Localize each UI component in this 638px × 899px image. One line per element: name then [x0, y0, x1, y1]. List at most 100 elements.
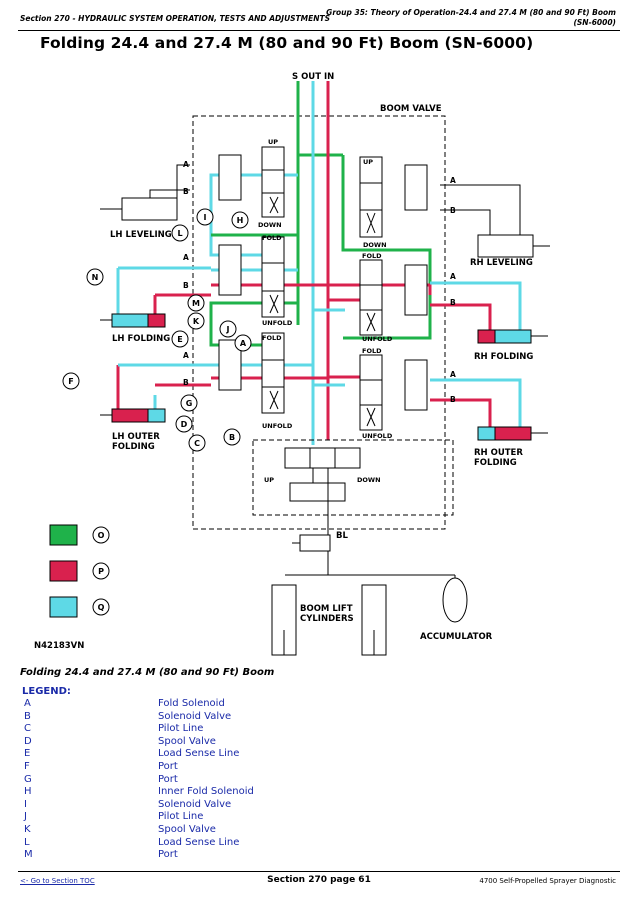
callout-g: [180, 394, 198, 412]
legend-key: E: [24, 748, 31, 760]
unfold-label: UNFOLD: [262, 319, 293, 327]
boom-lift-label-2: CYLINDERS: [300, 614, 354, 624]
legend-value: Solenoid Valve: [158, 710, 232, 722]
callout-b-label: B: [229, 433, 235, 442]
unfold-label: UNFOLD: [262, 422, 293, 430]
legend-value: Pilot Line: [158, 723, 204, 735]
legend-title: LEGEND:: [22, 686, 71, 697]
fold-label: FOLD: [362, 252, 382, 260]
rh-outer-folding-label-1: RH OUTER: [474, 448, 523, 458]
header-divider: [18, 30, 620, 31]
page-number: Section 270 page 61: [267, 875, 371, 885]
group-header-line1: Group 35: Theory of Operation-24.4 and 2…: [326, 8, 616, 17]
legend-value: Inner Fold Solenoid: [158, 786, 254, 798]
rh-leveling-valve: [359, 156, 428, 238]
boom-lift-cylinders: [271, 574, 456, 656]
down-label: DOWN: [258, 221, 282, 229]
port-b-label: B: [450, 298, 456, 307]
lh-outer-folding-cylinder: [100, 363, 211, 423]
callout-n-label: N: [92, 273, 99, 282]
lh-leveling-cylinder: [100, 164, 190, 221]
legend-key: J: [24, 811, 27, 823]
callout-j: [219, 320, 237, 338]
rh-leveling-cylinder: [440, 184, 550, 258]
callout-m-label: M: [192, 299, 200, 308]
lh-folding-cylinder: [100, 266, 211, 328]
rh-folding-label: RH FOLDING: [474, 352, 533, 362]
callout-l: [171, 224, 189, 242]
port-a-label: A: [450, 272, 456, 281]
legend-value: Fold Solenoid: [158, 698, 225, 709]
boom-valve-label: BOOM VALVE: [380, 104, 442, 114]
boom-lift-label-1: BOOM LIFT: [300, 604, 353, 614]
callout-k-label: K: [193, 317, 200, 326]
rh-outer-folding-valve: [359, 354, 428, 431]
accumulator-label: ACCUMULATOR: [420, 632, 493, 642]
lh-outer-folding-label-1: LH OUTER: [112, 432, 160, 442]
accumulator-symbol: [442, 577, 468, 623]
fold-label: FOLD: [262, 334, 282, 342]
callout-b: [223, 428, 241, 446]
down-label: DOWN: [357, 476, 381, 484]
callout-g-label: G: [186, 399, 193, 408]
rh-outer-folding-label-2: FOLDING: [474, 458, 517, 468]
callout-l-label: L: [177, 229, 182, 238]
key-label-p: P: [98, 567, 104, 576]
up-label: UP: [264, 476, 274, 484]
lh-leveling-label: LH LEVELING: [110, 230, 172, 240]
up-label: UP: [363, 158, 373, 166]
hydraulic-schematic: S OUT IN BOOM VALVE LH LEVELING RH LEVEL…: [34, 72, 550, 656]
callout-h: [231, 211, 249, 229]
lh-outer-folding-valve: [218, 332, 285, 414]
callout-f: [62, 372, 80, 390]
boom-lift-valve: [252, 439, 454, 575]
section-toc-link[interactable]: <- Go to Section TOC: [20, 877, 95, 885]
legend-value: Spool Valve: [158, 735, 216, 747]
legend-value: Port: [158, 760, 178, 772]
callout-d-label: D: [181, 420, 188, 429]
lh-leveling-valve: [218, 146, 285, 218]
port-a-label: A: [450, 370, 456, 379]
legend-key: H: [24, 786, 32, 798]
rh-leveling-label: RH LEVELING: [470, 258, 533, 268]
legend-key: M: [24, 849, 33, 861]
fold-label: FOLD: [262, 234, 282, 242]
callout-d: [175, 415, 193, 433]
up-label: UP: [268, 138, 278, 146]
unfold-label: UNFOLD: [362, 335, 393, 343]
rh-outer-folding-cylinder: [430, 378, 548, 441]
legend-value: Port: [158, 773, 178, 785]
legend-key: C: [24, 723, 31, 735]
callout-c: [188, 434, 206, 452]
port-a-label: A: [183, 160, 189, 169]
unfold-label: UNFOLD: [362, 432, 393, 440]
callout-n: [86, 268, 104, 286]
section-header: Section 270 - HYDRAULIC SYSTEM OPERATION…: [20, 14, 331, 23]
footer-divider: [18, 871, 620, 872]
callout-e: [171, 330, 189, 348]
check-valve: [292, 534, 331, 552]
callout-a-label: A: [240, 339, 247, 348]
key-label-o: O: [98, 531, 105, 540]
legend-key: B: [24, 710, 31, 722]
legend-key: I: [24, 798, 27, 810]
key-swatch-green: [49, 524, 78, 546]
legend-key: L: [24, 836, 30, 848]
lh-outer-folding-label-2: FOLDING: [112, 442, 155, 452]
callout-c-label: C: [194, 439, 200, 448]
key-swatch-cyan: [49, 596, 78, 618]
legend-value: Port: [158, 849, 178, 861]
legend-value: Load Sense Line: [158, 748, 240, 760]
down-label: DOWN: [363, 241, 387, 249]
legend-value: Pilot Line: [158, 811, 204, 823]
color-key: O P Q: [49, 524, 110, 618]
callout-f-label: F: [68, 377, 73, 386]
callout-m: [187, 294, 205, 312]
callout-e-label: E: [177, 335, 182, 344]
bl-label: BL: [336, 531, 348, 541]
key-swatch-red: [49, 560, 78, 582]
callout-h-label: H: [237, 216, 244, 225]
legend-key: A: [24, 698, 31, 709]
callout-j-label: J: [226, 325, 230, 334]
legend-key: F: [24, 760, 30, 772]
